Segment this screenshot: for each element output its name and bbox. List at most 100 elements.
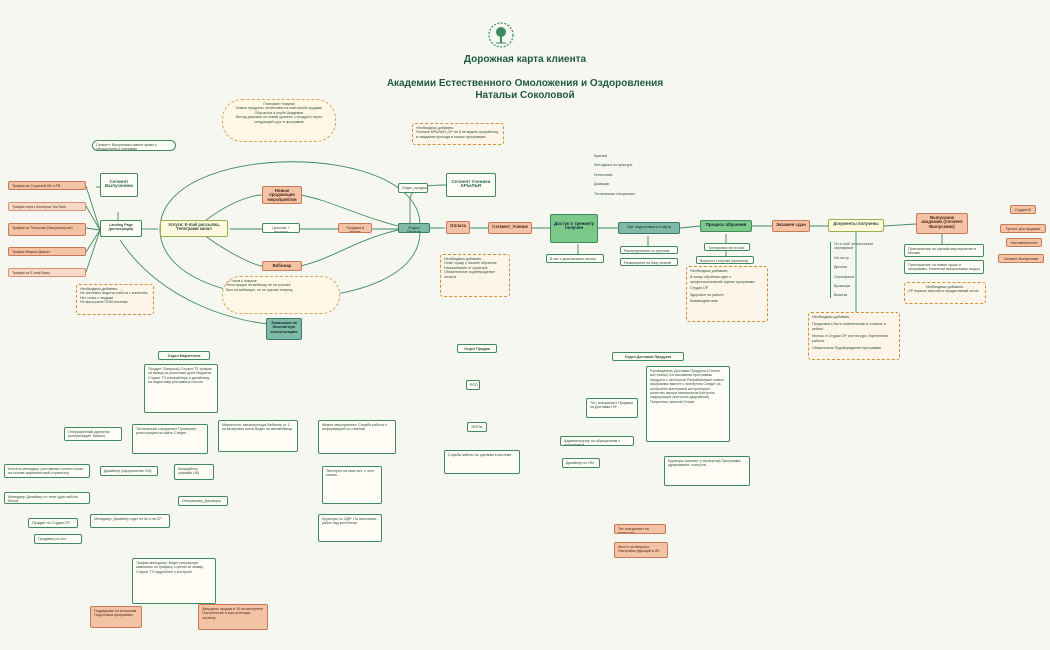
node-seg-vypuskniki[interactable]: Сегмент Выпускники [100,173,138,197]
vyp-item-2[interactable]: Приглашение на новые курсы и программы. … [904,260,984,274]
note-oplata: Необходимо добавить: Ответ сразу о начал… [440,254,510,297]
dept-sales[interactable]: Отдел Продаж [457,344,497,353]
node-uslugi[interactable]: Услуги: E-mail рассылка, Телеграмм канал [160,220,228,237]
node-zapisalsya[interactable]: Записался на бесплатную консультацию [266,318,302,340]
node-prodazha-zvonok[interactable]: Продажа в звонке [338,223,372,233]
note-need-1-text: Ученики КРЫЛЬЯ_ОР не 8 не видеть прорабо… [416,130,500,139]
right-tag-1[interactable]: Студия Ю [1010,205,1036,214]
node-seg-uchenik[interactable]: Сегмент Ученики КРЫЛЬЯ [446,173,496,197]
dept-marketing[interactable]: Отдел Маркетинга [158,351,210,360]
note-oplata-line-1: Необходимо добавить: [444,257,483,261]
marketing-node-12[interactable]: Кураторы по ОДР: По окончании работ над … [318,514,382,542]
marketing-node-9[interactable]: Менеджер Дизайнер по теме (для любого бл… [4,492,90,504]
note-top-oval-line-4: Выход дорожки на новый уровень с продукт… [236,115,322,124]
node-new-products[interactable]: Новые продающие мероприятия [262,186,302,204]
node-otdel-prodazh-small[interactable]: Отдел_продаж [398,183,428,193]
traffic-tag-5[interactable]: Трафик из E-mail базы [8,268,86,277]
node-segment-uchenik[interactable]: Сегмент_Ученик [488,222,532,234]
marketing-node-2[interactable]: Операционный директор (контролирует бизн… [64,427,122,441]
process-box-item-2: Студия ОР [690,286,709,291]
traffic-tag-4[interactable]: Трафик Яндекс Директ [8,247,86,256]
node-ekzamen[interactable]: Экзамен сдан [772,220,810,232]
marketing-node-8[interactable]: Копирайтер (офлайн UK) [174,464,214,480]
note-bottom-oval-line-2: Регистрация на вебинар не на тренинг [226,283,291,288]
marketing-node-5[interactable]: Живое мероприятие: Служба работы с инфор… [318,420,396,454]
org-item-2[interactable]: Размещение на базу знаний [620,258,678,266]
sales-node-1[interactable]: РОП [466,380,480,390]
delivery-node-6[interactable]: Тех специалист по вопросам [614,524,666,534]
marketing-node-18[interactable]: Запущено продаж в 10 на интернете Поступ… [198,604,268,630]
marketing-node-14[interactable]: Менеджер: Дизайнер идет по 5к и на СР [90,514,170,528]
delivery-node-5[interactable]: Кураторы (шатают у экспертов) Программа,… [664,456,750,486]
node-oplata[interactable]: Оплата [446,221,470,234]
marketing-node-13[interactable]: Продукт по Студии ОР [28,518,78,528]
node-process[interactable]: Процесс обучения [700,220,752,232]
node-cepochka[interactable]: Цепочка + продажа [262,223,300,233]
process-box: Необходимо добавить: В конце обучения ид… [686,266,768,322]
node-vypusknik[interactable]: Выпускник академии (Сегмент Выпускник) [916,213,968,234]
delivery-node-4[interactable]: Дизайнер по ОМ [562,458,600,468]
vyp-item-1[interactable]: Приглашение на офлайн-мероприятие в Моск… [904,244,984,257]
docs-item-3: Диплом [834,265,847,270]
traffic-tag-3[interactable]: Трафик из Телеграм (Запусконутые) [8,223,86,236]
marketing-node-1[interactable]: Продукт (Запросы) Служит ТЗ трафик на вы… [144,364,218,413]
delivery-node-2[interactable]: Руководитель Доставки Продукта (Control … [646,366,730,442]
node-vebinar[interactable]: Вебинар [262,261,302,271]
note-bottom-oval: Не готов к покупке Регистрация на вебина… [222,276,340,314]
marketing-node-6[interactable]: Контент-менеджер (составляет контент-пла… [4,464,90,478]
note-oplata-line-4: Обязательное подтверждение оплаты [444,270,495,279]
delivery-node-1[interactable]: Тех. специалист Продажи на Доставка НФ [586,398,638,418]
note-bottom-oval-line-1: Не готов к покупке [226,279,257,283]
traffic-tag-2[interactable]: Трафик через блогеров YouTube [8,202,86,211]
note-oplata-line-3: Напоминание от куратора [444,265,488,270]
marketing-node-4[interactable]: Маркетолог-автоворонщик Вебинар от 1 на … [218,420,298,452]
marketing-node-3[interactable]: Технический специалист Проверяет регистр… [132,424,208,454]
docs-box-item-1: Продолжать быть отмеченными в отзывах и … [812,322,886,331]
right-tag-2[interactable]: Проект для продажи [1000,224,1046,233]
marketing-node-7[interactable]: Дизайнер (оформление СМ) [100,466,158,476]
vyp-box-text: ОР первые занятия и продуктивный поток [908,289,979,294]
right-tag-4[interactable]: Сегмент Выпускники [998,254,1044,263]
right-tag-3[interactable]: Наставничество [1006,238,1042,247]
note-left-box-line-4: Не выстроена CRM-система [80,300,128,305]
marketing-node-15[interactable]: Продавец по з/ст [34,534,82,544]
list-right-top-1: Краткий [594,154,608,158]
node-dostup[interactable]: Доступ к тренингу получен [550,214,598,243]
process-item-1[interactable]: Тренировки на потоке [704,243,750,251]
org-item-1[interactable]: Распределение по группам [620,246,678,254]
tree-logo-icon [488,22,514,48]
process-box-head: Необходимо добавить: [690,269,729,273]
docs-item-1: По e-mail, электронный сертификат [834,242,874,251]
marketing-node-11[interactable]: Эксперты на пике хит: с чего начать [322,466,382,504]
process-box-item-3: Здоровье на работе [690,292,724,297]
note-need-1-head: Необходимо добавить: [416,126,455,130]
note-left-box: Необходимо добавить: Не системно ведется… [76,284,154,315]
list-right-top-4: Домашки [594,182,610,187]
process-box-item-1: В конце обучения идет к профессиональной… [690,275,755,284]
dept-delivery[interactable]: Отдел Доставки Продукта [612,352,684,361]
node-dokumenty[interactable]: Документы получены [828,219,884,232]
vyp-box: Необходимо добавить: ОР первые занятия и… [904,282,986,304]
note-top-oval: Повторяет покупки Новые продукты, интенс… [222,99,336,142]
delivery-node-3[interactable]: Администратор по обращениям с программой [560,436,634,446]
process-item-2[interactable]: Вопросы к коучам (практика) [696,256,754,264]
delivery-node-7[interactable]: Жесть на вопросы: Настройки функций в ЛК [614,542,668,558]
page-subtitle-1: Академии Естественного Омоложения и Оздо… [386,78,664,89]
node-org[interactable]: Орг подготовка к старту [618,222,680,234]
note-top-oval-line-3: Обучаться в клубе Академии [254,110,304,115]
note-top-oval-line-1: Повторяет покупки [263,102,295,106]
marketing-node-16[interactable]: Трафик-менеджер: Ведет рекламную кампани… [132,558,216,604]
note-segment: Сегмент: Выпускники имеют право с обраще… [92,140,176,151]
note-top-oval-line-2: Новые продукты, интенсивы на повторной п… [235,106,323,111]
node-landing[interactable]: Landing Page (регистрация) [100,220,142,237]
sales-node-2[interactable]: МОПы [467,422,487,432]
page-subtitle-2: Натальи Соколовой [475,90,575,101]
traffic-tag-1[interactable]: Трафик из Соцсетей ВК и FB [8,181,86,190]
marketing-node-17[interactable]: Подрядчики по вопросам Подготовка програ… [90,606,142,628]
node-otdel-prodazh[interactable]: Отдел Продаж [398,223,430,233]
sales-node-3[interactable]: Служба заботы по сделкам в системе [444,450,520,474]
node-dostup-sub[interactable]: В чат с допольными льготы [546,254,604,263]
docs-box: Необходимо добавить: Продолжать быть отм… [808,312,900,360]
marketing-node-10[interactable]: Интервьюер_Договоры [178,496,228,506]
